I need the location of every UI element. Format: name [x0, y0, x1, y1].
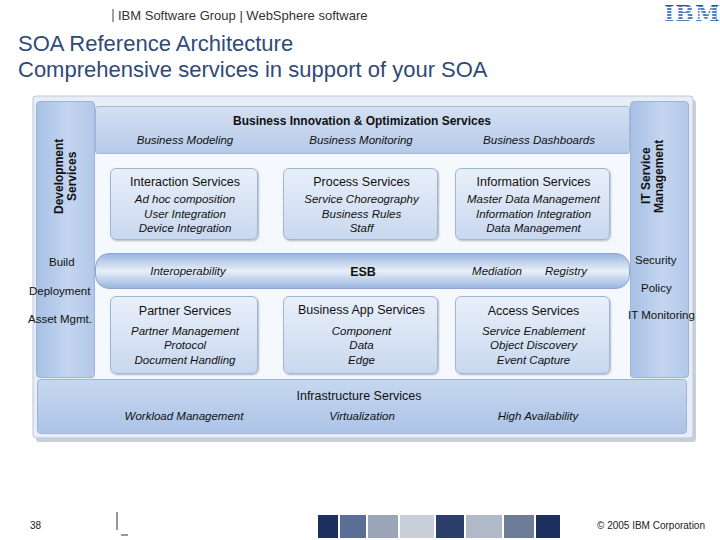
footer-photo	[536, 515, 560, 538]
column-title: IT Service Management	[640, 120, 668, 232]
band-item: High Availability	[498, 409, 579, 423]
service-item: Service Enablement	[482, 324, 585, 338]
bus-item: Registry	[545, 264, 587, 278]
column-item: Asset Mgmt.	[28, 313, 92, 325]
side-column: Development ServicesBuildDeploymentAsset…	[36, 101, 95, 378]
service-item: Component	[332, 324, 391, 338]
service-item: Object Discovery	[490, 338, 577, 352]
footer-photo	[318, 515, 338, 538]
service-box: Partner ServicesPartner ManagementProtoc…	[110, 296, 258, 374]
footer-photo	[436, 515, 464, 538]
bus-item: Interoperability	[150, 264, 225, 278]
service-item: User Integration	[144, 207, 226, 221]
service-item: Document Handling	[134, 353, 235, 367]
service-item: Edge	[348, 353, 375, 367]
inner-panel	[95, 154, 630, 379]
page-number: 38	[30, 520, 41, 531]
service-title: Access Services	[488, 304, 580, 318]
slide-subtitle: Comprehensive services in support of you…	[18, 57, 488, 83]
logo-text: IBM	[664, 1, 720, 25]
service-item: Event Capture	[497, 353, 571, 367]
footer-bracket	[121, 535, 128, 536]
band-item: Workload Management	[125, 409, 244, 423]
service-item: Data	[349, 338, 373, 352]
service-box: Business App ServicesComponentDataEdge	[283, 296, 438, 374]
copyright-note: © 2005 IBM Corporation	[597, 520, 705, 531]
service-item: Information Integration	[476, 207, 591, 221]
band-item: Business Monitoring	[309, 133, 413, 147]
service-item: Data Management	[486, 221, 581, 235]
column-item: IT Monitoring	[628, 309, 695, 321]
panel-shadow	[36, 100, 696, 442]
service-title: Interaction Services	[130, 175, 240, 189]
bus-item: Mediation	[472, 264, 522, 278]
band-item: Virtualization	[329, 409, 395, 423]
service-box: Interaction Services Ad hoc compositionUs…	[110, 168, 258, 240]
slide-title: SOA Reference Architecture	[18, 31, 293, 57]
service-title: Information Services	[477, 175, 591, 189]
service-box: Access ServicesService EnablementObject …	[455, 296, 610, 374]
footer-photo	[400, 515, 434, 538]
top-band: Business Innovation & Optimization Servi…	[95, 106, 630, 154]
infrastructure-band: Infrastructure ServicesWorkload Manageme…	[37, 379, 687, 434]
header-text: IBM Software Group | WebSphere software	[118, 8, 368, 23]
band-item: Business Modeling	[137, 133, 234, 147]
service-title: Process Services	[313, 175, 410, 189]
service-item: Ad hoc composition	[135, 192, 235, 206]
service-item: Business Rules	[322, 207, 401, 221]
footer-photo	[466, 515, 502, 538]
column-title: Development Services	[53, 119, 81, 234]
footer-photo	[504, 515, 534, 538]
service-title: Partner Services	[139, 304, 231, 318]
service-box: Process ServicesService ChoreographyBusi…	[283, 168, 438, 240]
service-item: Master Data Management	[467, 192, 600, 206]
service-item: Staff	[350, 221, 374, 235]
side-column: IT Service ManagementSecurityPolicyIT Mo…	[630, 101, 689, 378]
column-item: Build	[49, 256, 75, 268]
footer-photo	[340, 515, 366, 538]
service-item: Device Integration	[139, 221, 232, 235]
outer-panel	[33, 96, 693, 438]
footer-bracket	[117, 512, 118, 530]
bus-title: ESB	[350, 265, 376, 279]
band-title: Business Innovation & Optimization Servi…	[233, 114, 491, 128]
service-box: Information ServicesMaster Data Manageme…	[455, 168, 610, 240]
service-item: Protocol	[164, 338, 206, 352]
column-item: Policy	[641, 282, 672, 294]
band-item: Business Dashboards	[483, 133, 595, 147]
service-item: Service Choreography	[304, 192, 418, 206]
service-item: Partner Management	[131, 324, 239, 338]
header-bar	[113, 9, 114, 22]
band-title: Infrastructure Services	[296, 389, 421, 403]
column-item: Deployment	[29, 285, 90, 297]
bus-band: Interoperability ESB Mediation Registry	[95, 253, 630, 289]
service-title: Business App Services	[298, 303, 425, 317]
footer-photo	[368, 515, 398, 538]
column-item: Security	[635, 254, 677, 266]
